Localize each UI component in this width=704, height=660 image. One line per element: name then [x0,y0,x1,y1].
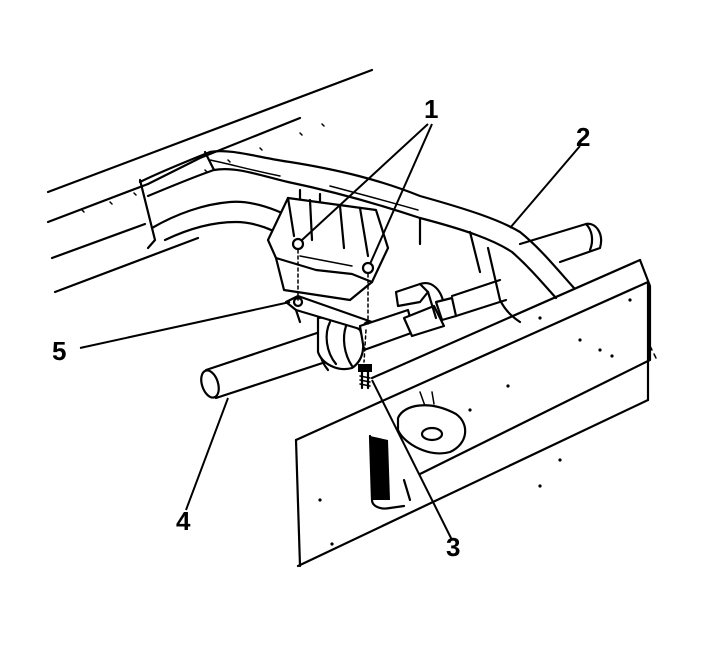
leader-1a [301,123,429,241]
leader-3 [371,379,453,541]
leader-1b [369,123,433,265]
leader-lines [79,123,581,541]
leader-4 [185,397,229,511]
rear-propshaft-yoke [358,278,508,352]
callout-2: 2 [576,122,590,152]
bearing-support-bracket [266,196,390,302]
leader-5 [79,301,291,349]
callout-1: 1 [424,94,438,124]
frame-spring-hanger [368,404,467,510]
rear-propshaft-section [518,222,603,264]
bolt-hole-left-icon [291,237,305,251]
callout-5: 5 [52,336,66,366]
bolt-hole-right-icon [361,261,375,275]
callout-3: 3 [446,532,460,562]
mounting-bolt [358,364,372,390]
callout-4: 4 [176,506,191,536]
left-frame-rail [46,68,374,294]
callouts: 1 2 3 4 5 [52,94,590,562]
center-bearing [284,294,374,371]
alignment-lines [297,249,369,363]
right-frame-rail [294,258,657,568]
hanger-hole-icon [420,426,444,442]
leader-2 [509,145,581,229]
